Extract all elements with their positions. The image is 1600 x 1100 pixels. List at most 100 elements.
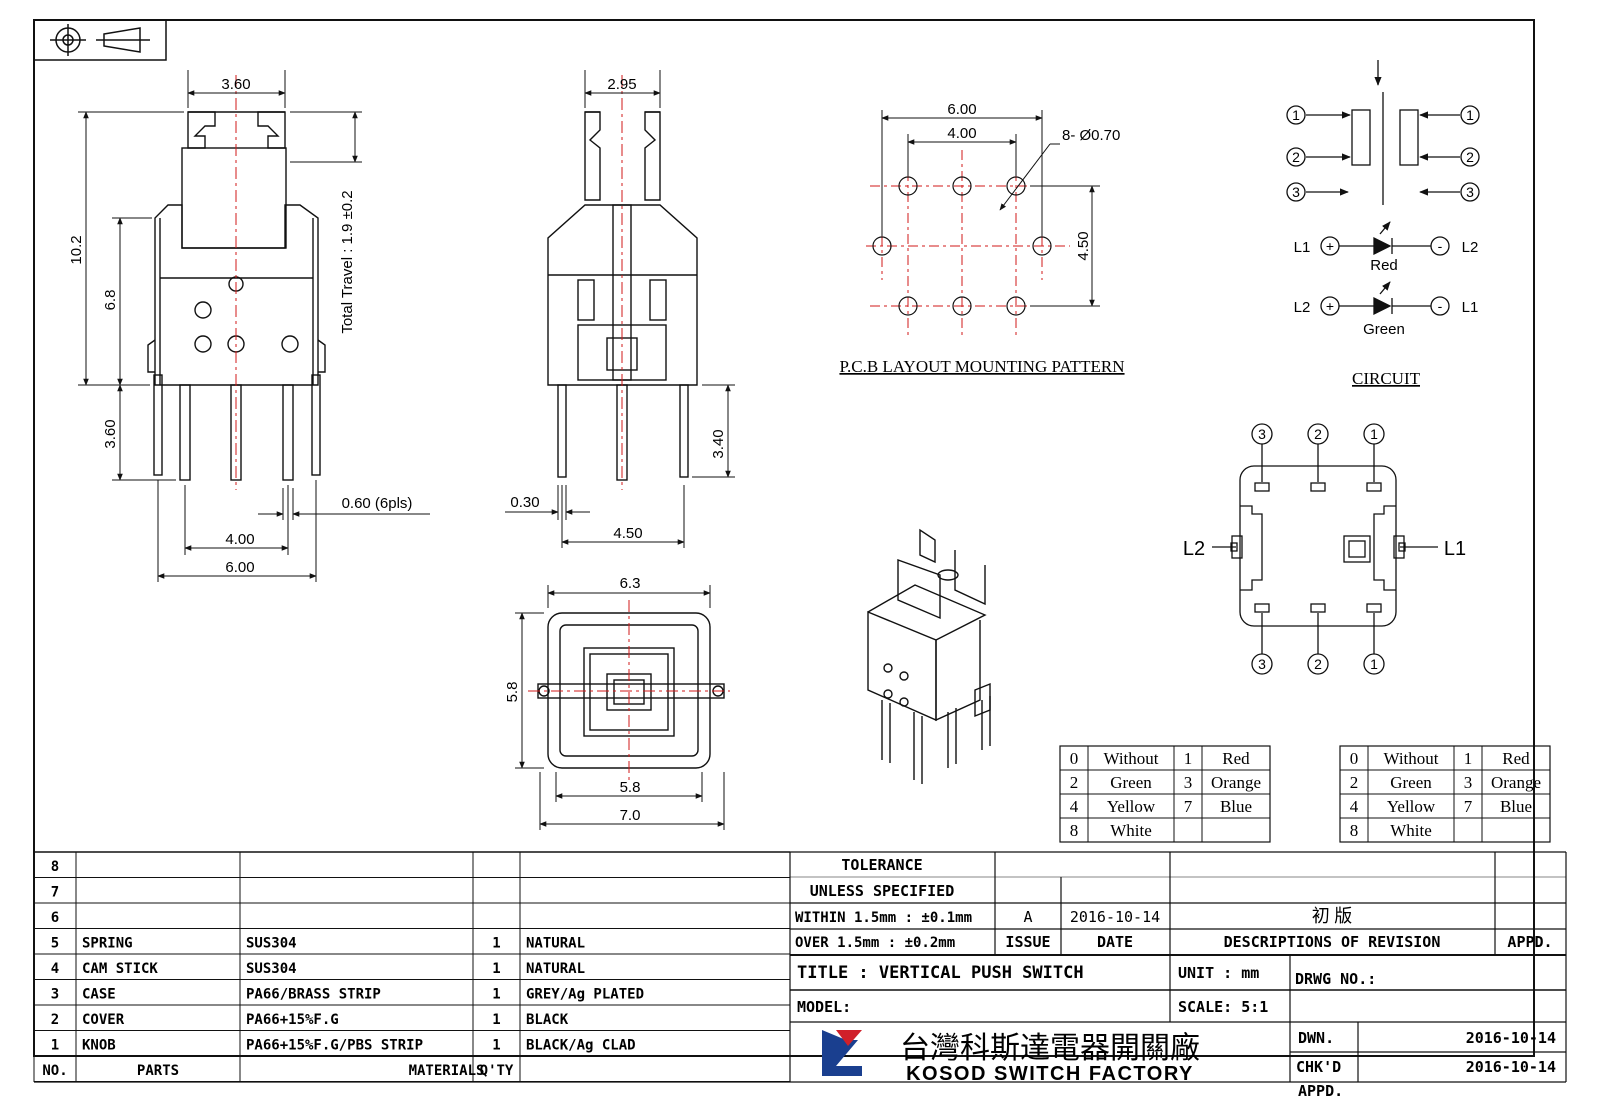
- color-table-cell: Red: [1222, 749, 1250, 768]
- bom-cell-no: 3: [51, 987, 59, 1003]
- drawn-date: 2016-10-14: [1466, 1029, 1556, 1047]
- side-dimensions: [505, 70, 735, 548]
- pcb-layout: [866, 150, 1070, 335]
- dim-body-height: 6.8: [102, 290, 119, 311]
- dim-total-travel: Total Travel : 1.9 ±0.2: [339, 190, 356, 333]
- rev-appd-header: APPD.: [1507, 933, 1552, 951]
- bom-header-part: PARTS: [137, 1063, 179, 1079]
- tolerance-unless: UNLESS SPECIFIED: [810, 882, 955, 900]
- color-table-cell: Without: [1103, 749, 1158, 768]
- side-view: [547, 75, 698, 490]
- footprint-bottom-2: 2: [1314, 656, 1322, 672]
- footprint-l2: L2: [1183, 538, 1205, 560]
- dim-top-width: 6.3: [620, 575, 641, 592]
- color-table-cell: 1: [1464, 749, 1473, 768]
- company-name-en: KOSOD SWITCH FACTORY: [906, 1063, 1194, 1085]
- circuit-caption: CIRCUIT: [1352, 369, 1421, 388]
- dim-pin-width: 0.60 (6pls): [342, 495, 413, 512]
- color-table-cell: 8: [1350, 821, 1359, 840]
- footprint-labels: 3 2 1 3 2 1 L2 L1: [1183, 426, 1466, 672]
- footprint-bottom-3: 3: [1258, 656, 1266, 672]
- approved-by-label: APPD.: [1298, 1082, 1343, 1100]
- color-table-cell: Orange: [1211, 773, 1261, 792]
- color-table-cell: 0: [1350, 749, 1359, 768]
- bom-cell-fin: BLACK: [526, 1012, 569, 1028]
- bom-cell-part: KNOB: [82, 1038, 116, 1054]
- color-table-cell: Yellow: [1107, 797, 1156, 816]
- color-table-cell: 7: [1184, 797, 1193, 816]
- color-table-cell: Green: [1110, 773, 1152, 792]
- circuit-node-1-left: 1: [1292, 107, 1300, 123]
- dim-front-width: 3.60: [221, 76, 250, 93]
- bom-cell-no: 4: [51, 961, 59, 977]
- bom-cell-qty: 1: [492, 987, 500, 1003]
- circuit-minus-green: -: [1438, 298, 1443, 314]
- bom-cell-qty: 1: [492, 936, 500, 952]
- bom-cell-fin: NATURAL: [526, 936, 585, 952]
- sheet-border: [33, 19, 1535, 1057]
- checked-by-label: CHK'D: [1296, 1058, 1341, 1076]
- company-logo: [822, 1030, 862, 1076]
- circuit-l1-red: L1: [1294, 239, 1311, 256]
- bom-cell-fin: BLACK/Ag CLAD: [526, 1038, 636, 1054]
- front-view: [147, 75, 326, 490]
- projection-symbol: [33, 19, 167, 61]
- dim-top-outer: 7.0: [620, 807, 641, 824]
- tolerance-over: OVER 1.5mm : ±0.2mm: [795, 935, 955, 951]
- color-table-cell: 1: [1184, 749, 1193, 768]
- color-table-cell: White: [1390, 821, 1432, 840]
- color-table-cell: 0: [1070, 749, 1079, 768]
- circuit-l2-red: L2: [1462, 239, 1479, 256]
- title-block: [34, 851, 1567, 1083]
- pcb-inner-width: 4.00: [947, 125, 976, 142]
- pcb-hole-spec: 8- Ø0.70: [1062, 127, 1120, 144]
- bom-cell-part: CAM STICK: [82, 961, 158, 977]
- circuit-node-3-left: 3: [1292, 184, 1300, 200]
- circuit-node-2-left: 2: [1292, 149, 1300, 165]
- bom-cell-part: CASE: [82, 987, 116, 1003]
- bom-header-mat: MATERIALS: [409, 1063, 485, 1079]
- circuit-plus-green: +: [1326, 298, 1334, 314]
- bom-cell-fin: GREY/Ag PLATED: [526, 987, 644, 1003]
- footprint-bottom-1: 1: [1370, 656, 1378, 672]
- footprint-top-2: 2: [1314, 426, 1322, 442]
- tolerance-within: WITHIN 1.5mm : ±0.1mm: [795, 910, 972, 926]
- bom-cell-part: COVER: [82, 1012, 125, 1028]
- pcb-width: 6.00: [947, 101, 976, 118]
- color-table-cell: 2: [1070, 773, 1079, 792]
- color-table-cell: 4: [1070, 797, 1079, 816]
- bom-cell-no: 6: [51, 910, 59, 926]
- dim-top-height: 5.8: [504, 682, 521, 703]
- circuit-l2-green: L2: [1294, 299, 1311, 316]
- bom-cell-no: 2: [51, 1012, 59, 1028]
- bom-cell-mat: PA66/BRASS STRIP: [246, 987, 381, 1003]
- pcb-height: 4.50: [1075, 231, 1092, 260]
- color-table-cell: Green: [1390, 773, 1432, 792]
- drawing-title: TITLE : VERTICAL PUSH SWITCH: [797, 963, 1084, 983]
- color-table-cell: Blue: [1500, 797, 1532, 816]
- color-table-cell: Blue: [1220, 797, 1252, 816]
- circuit-red-label: Red: [1370, 257, 1398, 274]
- footprint-l1: L1: [1444, 538, 1466, 560]
- bom-cell-mat: SUS304: [246, 936, 297, 952]
- bom-cell-mat: PA66+15%F.G/PBS STRIP: [246, 1038, 423, 1054]
- bom-cell-qty: 1: [492, 1012, 500, 1028]
- rev-date-value: 2016-10-14: [1070, 908, 1160, 926]
- drawing-model: MODEL:: [797, 998, 851, 1016]
- circuit-labels: 1 2 3 1 2 3 + - + - L1 L2 L2 L1 Red Gree…: [1292, 107, 1478, 338]
- bom-cell-no: 7: [51, 885, 59, 901]
- rev-issue-header: ISSUE: [1005, 933, 1050, 951]
- drawn-by-label: DWN.: [1298, 1029, 1334, 1047]
- pcb-caption: P.C.B LAYOUT MOUNTING PATTERN: [839, 357, 1124, 376]
- color-table-cell: 3: [1184, 773, 1193, 792]
- rev-description-header: DESCRIPTIONS OF REVISION: [1224, 933, 1441, 951]
- rev-date-header: DATE: [1097, 933, 1133, 951]
- footprint-top-1: 1: [1370, 426, 1378, 442]
- circuit-plus-red: +: [1326, 238, 1334, 254]
- isometric-view: [867, 528, 991, 784]
- top-dimensions: [515, 585, 725, 830]
- color-table-cell: Orange: [1491, 773, 1541, 792]
